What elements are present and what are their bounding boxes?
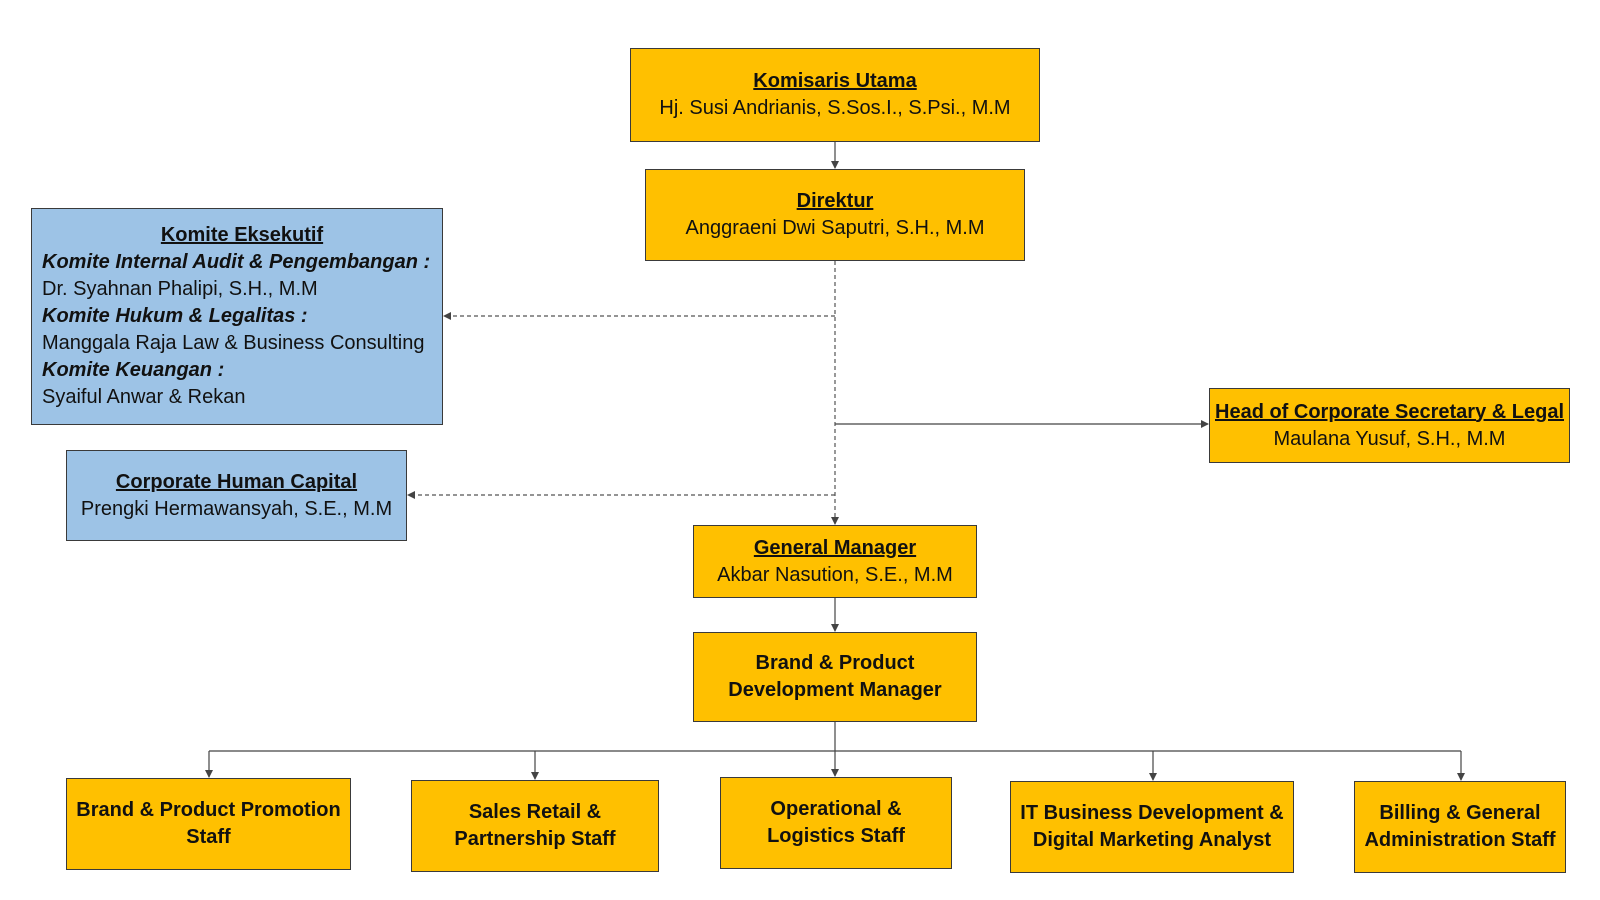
- staff-4-line1: IT Business Development &: [1020, 802, 1284, 824]
- box-general-manager: General Manager Akbar Nasution, S.E., M.…: [693, 525, 977, 598]
- box-komite-eksekutif: Komite Eksekutif Komite Internal Audit &…: [31, 208, 443, 425]
- staff-5-line2: Administration Staff: [1364, 829, 1556, 851]
- komite-hukum-label: Komite Hukum & Legalitas :: [42, 305, 308, 327]
- human-capital-name: Prengki Hermawansyah, S.E., M.M: [80, 497, 393, 520]
- komite-audit-label: Komite Internal Audit & Pengembangan :: [42, 251, 431, 273]
- box-staff-sales-retail: Sales Retail & Partnership Staff: [411, 780, 659, 872]
- staff-5-line1: Billing & General: [1379, 802, 1541, 824]
- box-staff-brand-promotion: Brand & Product Promotion Staff: [66, 778, 351, 870]
- staff-2-line2: Partnership Staff: [454, 828, 616, 850]
- box-staff-it-business: IT Business Development & Digital Market…: [1010, 781, 1294, 873]
- brand-manager-line2: Development Manager: [728, 679, 942, 701]
- human-capital-title: Corporate Human Capital: [115, 470, 358, 493]
- gm-title: General Manager: [753, 536, 917, 559]
- box-staff-billing: Billing & General Administration Staff: [1354, 781, 1566, 873]
- direktur-title: Direktur: [796, 190, 874, 212]
- komite-hukum-name: Manggala Raja Law & Business Consulting: [42, 332, 425, 354]
- corp-secretary-title: Head of Corporate Secretary & Legal: [1215, 400, 1564, 423]
- komite-audit-name: Dr. Syahnan Phalipi, S.H., M.M: [42, 278, 318, 300]
- komite-title: Komite Eksekutif: [160, 224, 324, 246]
- staff-3-line1: Operational &: [770, 798, 902, 820]
- box-direktur: Direktur Anggraeni Dwi Saputri, S.H., M.…: [645, 169, 1025, 261]
- staff-1-line2: Staff: [186, 826, 231, 848]
- komite-keuangan-label: Komite Keuangan :: [42, 359, 225, 381]
- staff-3-line2: Logistics Staff: [767, 825, 905, 847]
- staff-2-line1: Sales Retail &: [468, 801, 602, 823]
- brand-manager-line1: Brand & Product: [755, 652, 915, 674]
- direktur-name: Anggraeni Dwi Saputri, S.H., M.M: [685, 217, 985, 239]
- box-human-capital: Corporate Human Capital Prengki Hermawan…: [66, 450, 407, 541]
- komisaris-name: Hj. Susi Andrianis, S.Sos.I., S.Psi., M.…: [659, 97, 1011, 119]
- komite-keuangan-name: Syaiful Anwar & Rekan: [42, 386, 246, 408]
- gm-name: Akbar Nasution, S.E., M.M: [717, 563, 953, 586]
- komisaris-title: Komisaris Utama: [753, 70, 917, 92]
- box-brand-manager: Brand & Product Development Manager: [693, 632, 977, 722]
- staff-1-line1: Brand & Product Promotion: [76, 799, 341, 821]
- box-komisaris-utama: Komisaris Utama Hj. Susi Andrianis, S.So…: [630, 48, 1040, 142]
- box-staff-operational: Operational & Logistics Staff: [720, 777, 952, 869]
- corp-secretary-name: Maulana Yusuf, S.H., M.M: [1273, 427, 1506, 450]
- box-corp-secretary: Head of Corporate Secretary & Legal Maul…: [1209, 388, 1570, 463]
- staff-4-line2: Digital Marketing Analyst: [1032, 829, 1272, 851]
